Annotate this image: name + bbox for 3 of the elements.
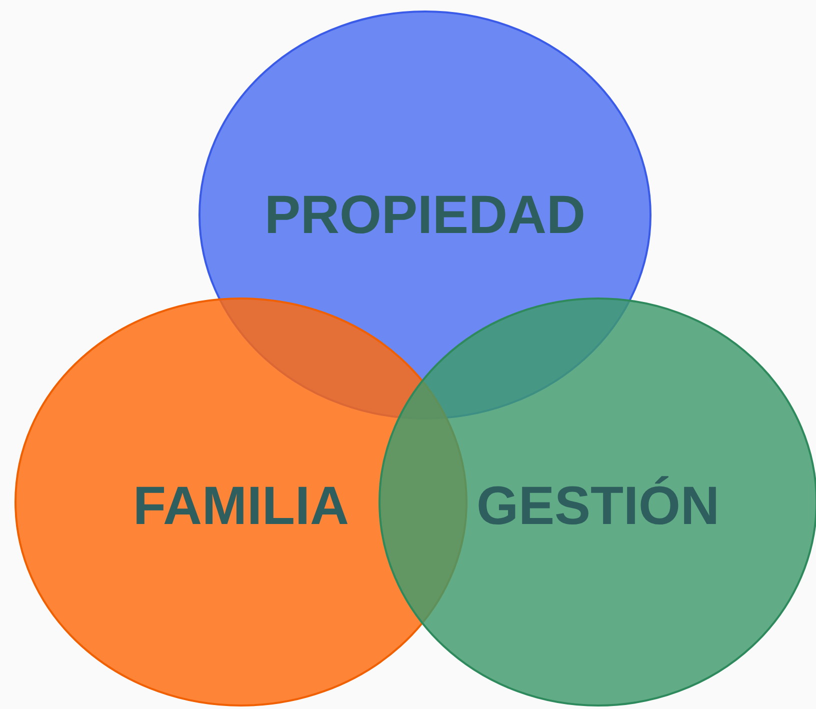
set-label: PROPIEDAD bbox=[264, 184, 586, 246]
set-label: FAMILIA bbox=[133, 475, 349, 538]
set-label: GESTIÓN bbox=[476, 475, 720, 538]
